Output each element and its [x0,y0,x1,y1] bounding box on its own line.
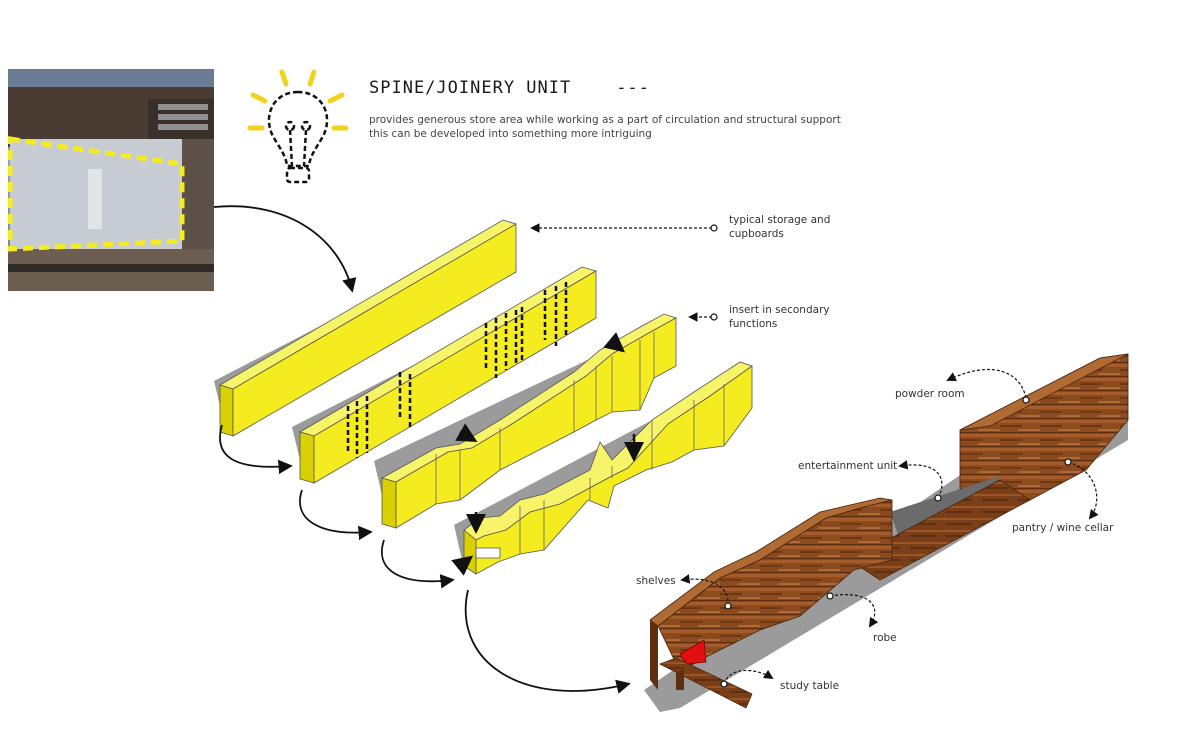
powder-room-callout [946,368,1030,404]
study-table-callout [720,669,774,688]
insertion-arrows [451,332,644,576]
flow-arrows [213,205,631,694]
storage-label-line2: cupboards [729,228,784,240]
powder-room-label: powder room [895,388,965,400]
insert-label-line2: functions [729,318,778,330]
title-dashes: --- [616,78,650,98]
study-table-label: study table [780,680,840,692]
description-line-2: this can be developed into something mor… [369,128,652,140]
lightbulb-icon [247,69,349,184]
shelves-callout [680,574,732,610]
title-text: SPINE/JOINERY UNIT [369,78,572,98]
description-line-1: provides generous store area while worki… [369,114,841,126]
pantry-label: pantry / wine cellar [1012,522,1114,534]
site-photo [8,69,214,291]
insert-callout [688,312,718,322]
joinery-block-2 [298,266,598,484]
storage-label: typical storage and cupboards [729,213,830,241]
robe-label: robe [873,632,897,644]
storage-callout [530,223,718,233]
insert-label-line1: insert in secondary [729,304,830,316]
robe-callout [826,592,879,628]
pantry-callout [1064,458,1099,520]
joinery-block-3 [380,313,677,529]
insert-label: insert in secondary functions [729,303,830,331]
entertainment-callout [898,460,943,502]
joinery-block-4 [463,361,753,575]
joinery-block-1 [219,219,517,437]
wood-joinery-model [644,353,1129,712]
page-title: SPINE/JOINERY UNIT --- [369,78,650,98]
shelves-label: shelves [636,575,676,587]
entertainment-unit-label: entertainment unit [798,460,898,472]
storage-label-line1: typical storage and [729,214,831,226]
